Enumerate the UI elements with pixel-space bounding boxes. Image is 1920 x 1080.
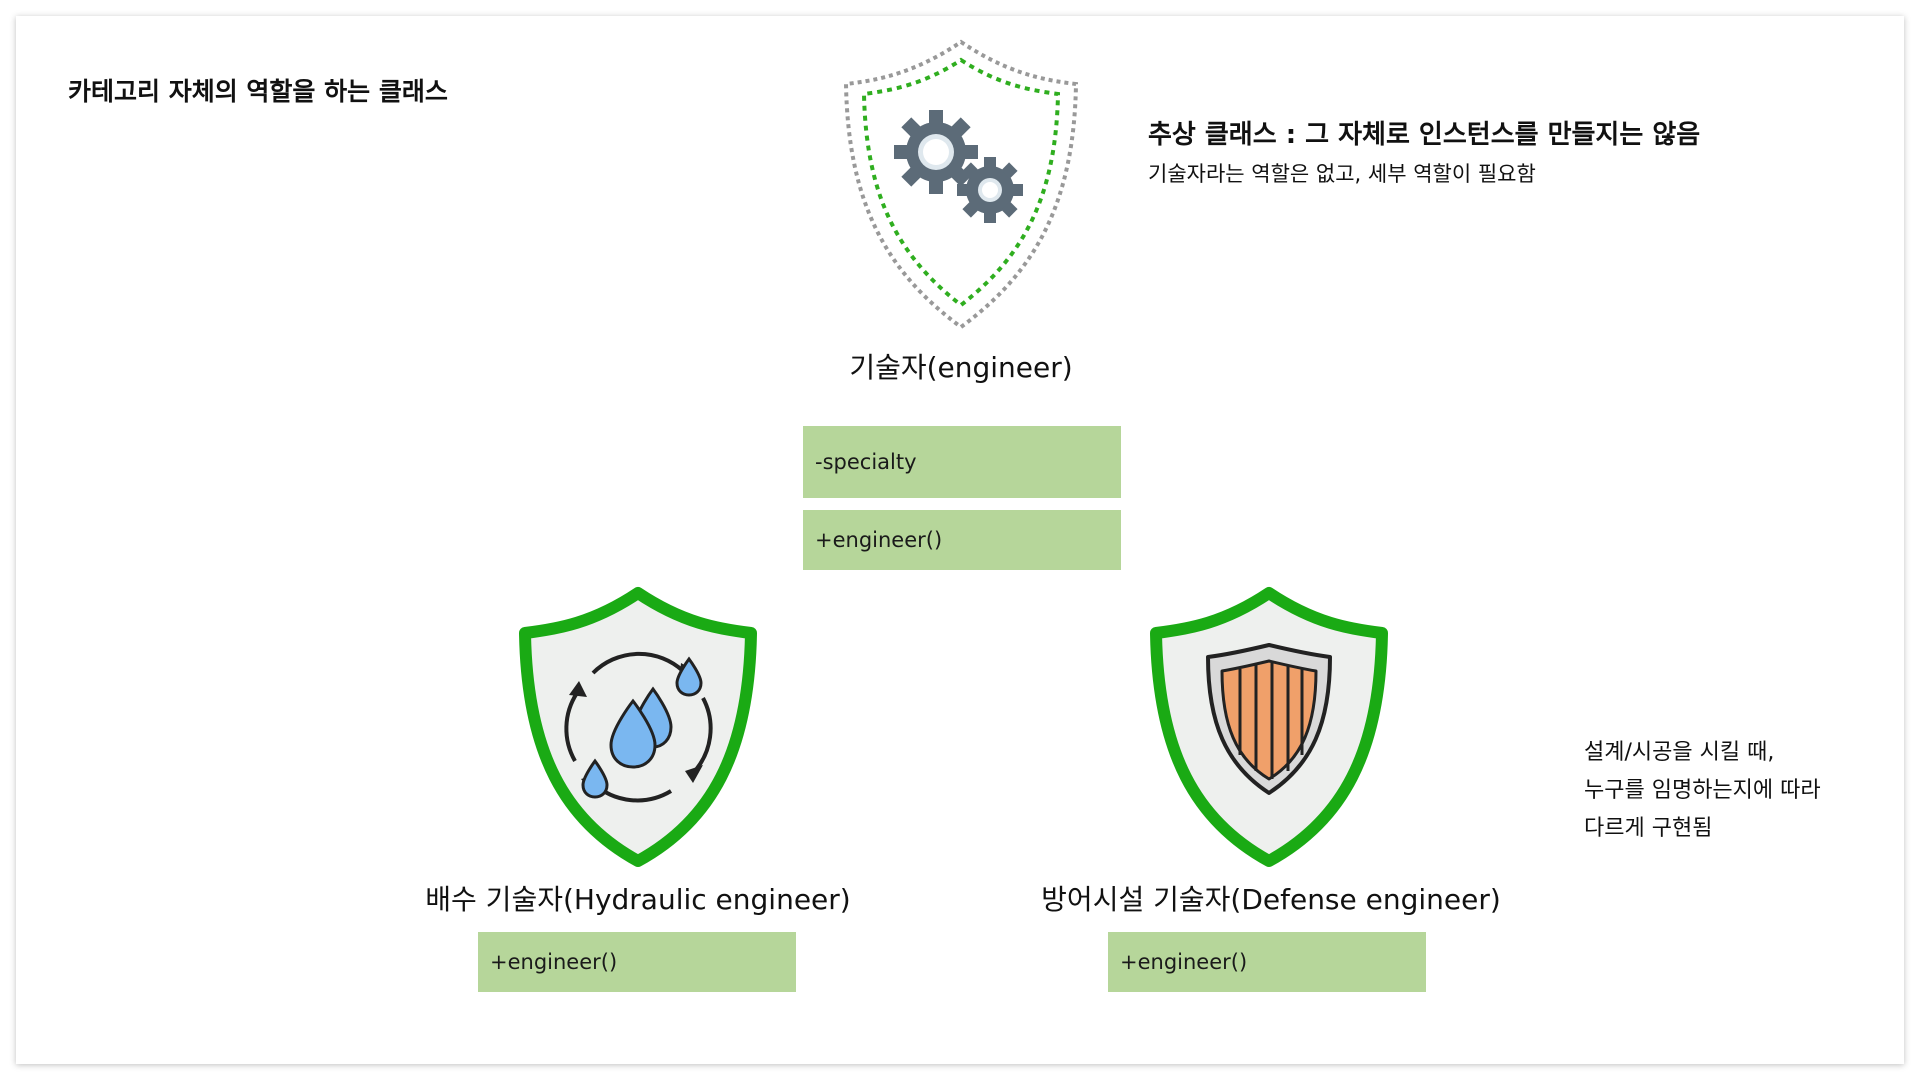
defense-class-label: 방어시설 기술자(Defense engineer) (1041, 883, 1501, 916)
engineer-attribute-box: -specialty (803, 426, 1121, 498)
implementation-note-line: 누구를 임명하는지에 따라 (1584, 778, 1821, 803)
gear-shield-icon (843, 39, 1079, 330)
abstract-class-subtitle: 기술자라는 역할은 없고, 세부 역할이 필요함 (1148, 162, 1536, 186)
hydraulic-method-box: +engineer() (478, 932, 796, 992)
abstract-class-title: 추상 클래스 : 그 자체로 인스턴스를 만들지는 않음 (1148, 120, 1701, 150)
engineer-class-label: 기술자(engineer) (849, 351, 1073, 384)
defense-method-box: +engineer() (1108, 932, 1426, 992)
implementation-note-line: 다르게 구현됨 (1584, 816, 1713, 841)
implementation-note-line: 설계/시공을 시킬 때, (1584, 740, 1775, 765)
engineer-method-box: +engineer() (803, 510, 1121, 570)
water-cycle-shield-icon (519, 587, 757, 867)
diagram-canvas: 카테고리 자체의 역할을 하는 클래스 추상 클래스 : 그 자체로 인스턴스를… (16, 16, 1904, 1064)
hydraulic-class-label: 배수 기술자(Hydraulic engineer) (425, 883, 851, 916)
defense-shield-icon (1150, 587, 1388, 867)
top-left-heading: 카테고리 자체의 역할을 하는 클래스 (68, 77, 448, 106)
implementation-note: 설계/시공을 시킬 때, 누구를 임명하는지에 따라 다르게 구현됨 (1584, 734, 1821, 848)
